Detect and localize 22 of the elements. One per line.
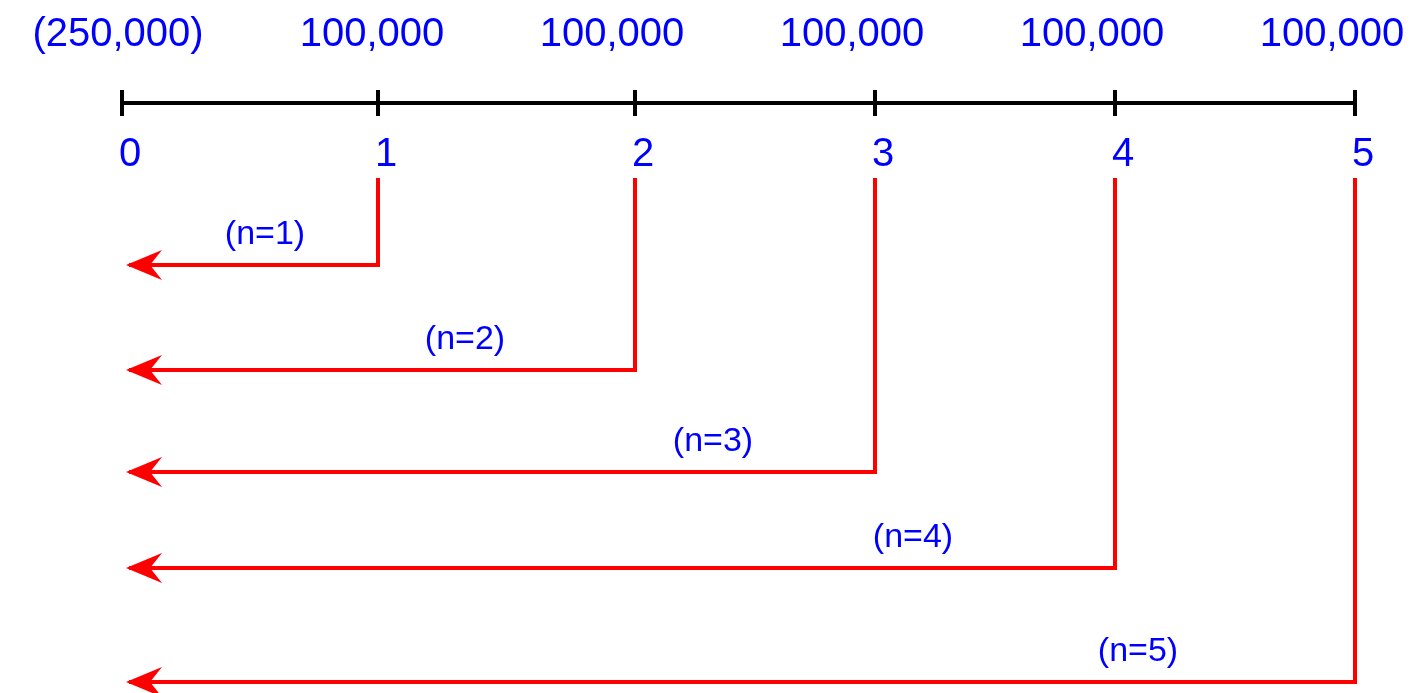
cash-flow-amount: 100,000 (299, 12, 445, 52)
edge-label: (n=4) (872, 518, 954, 552)
cash-flow-amount: 100,000 (1259, 12, 1405, 52)
period-number: 3 (871, 132, 895, 172)
arrow (126, 178, 1117, 583)
period-number: 5 (1351, 132, 1375, 172)
arrow (126, 178, 877, 487)
edge-label: (n=3) (672, 422, 754, 456)
cash-flow-amount: 100,000 (779, 12, 925, 52)
period-number: 0 (118, 132, 142, 172)
period-number: 1 (374, 132, 398, 172)
arrow (126, 178, 637, 385)
edge-label: (n=1) (224, 215, 306, 249)
cash-flow-amount: 100,000 (539, 12, 685, 52)
arrow (126, 178, 380, 280)
period-number: 2 (631, 132, 655, 172)
edge-label: (n=5) (1097, 632, 1179, 666)
edge-label: (n=2) (424, 320, 506, 354)
cash-flow-amount: (250,000) (32, 12, 204, 52)
arrow (126, 178, 1357, 693)
period-number: 4 (1111, 132, 1135, 172)
cash-flow-amount: 100,000 (1019, 12, 1165, 52)
